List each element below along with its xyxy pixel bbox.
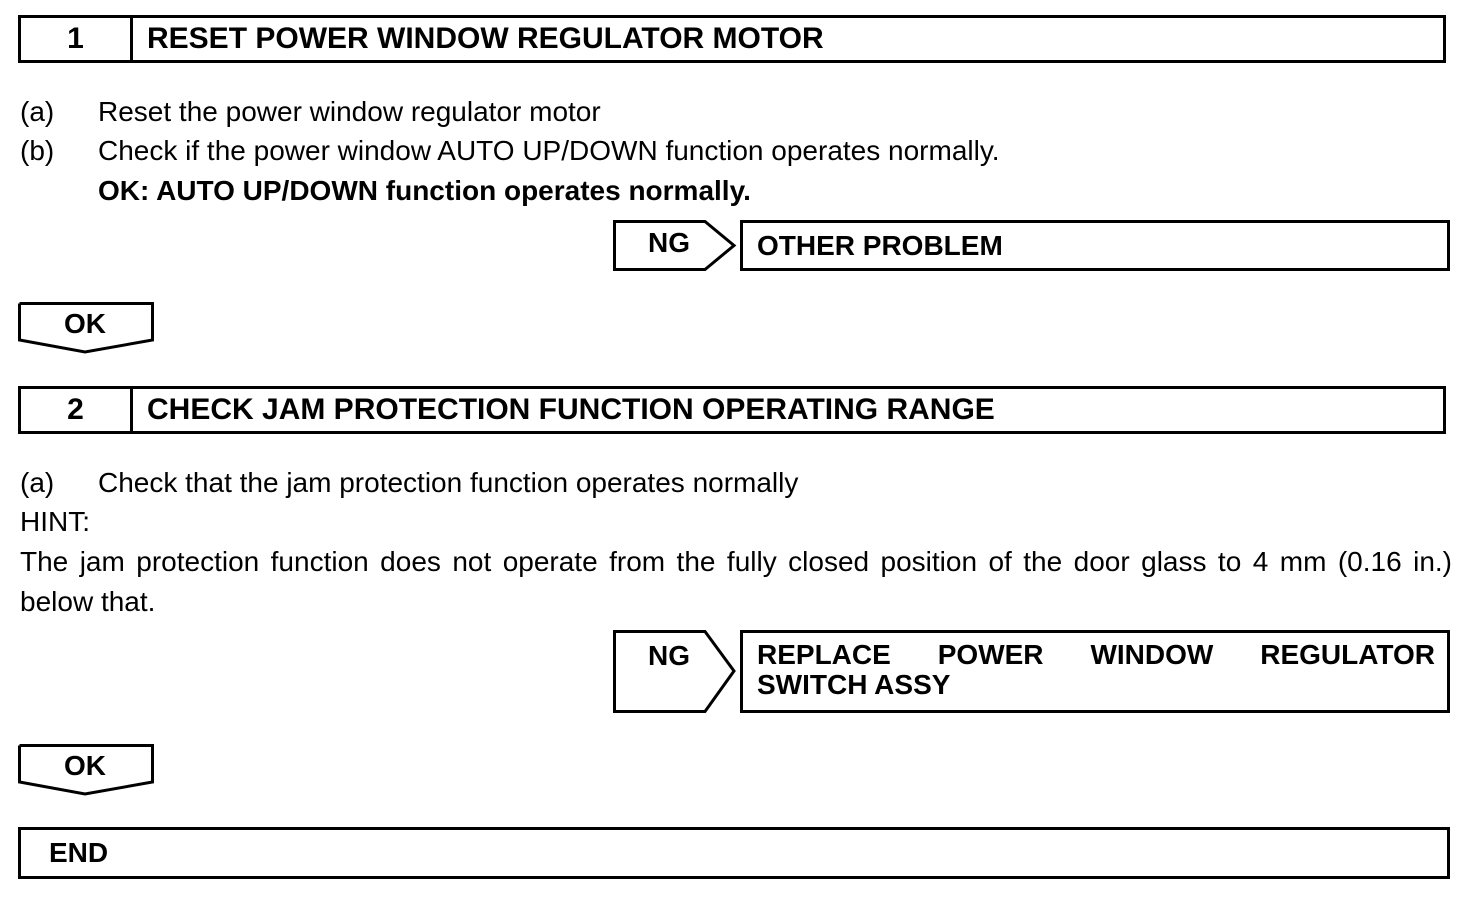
step-1-number: 1: [21, 18, 133, 60]
item-text: Reset the power window regulator motor: [98, 96, 601, 127]
ok-arrow-shape: [18, 302, 154, 354]
step-2-ng-label: NG: [648, 640, 690, 671]
step-1-ng-arrow: [613, 220, 737, 271]
item-marker: (a): [20, 96, 55, 127]
step-1-header: 1 RESET POWER WINDOW REGULATOR MOTOR: [18, 15, 1446, 63]
step-1-ng-result: OTHER PROBLEM: [740, 220, 1450, 271]
step-1-ok-condition: OK: AUTO UP/DOWN function operates norma…: [98, 175, 751, 206]
item-marker: (b): [20, 135, 55, 166]
ng-result-line-1: REPLACE POWER WINDOW REGULATOR: [757, 639, 1435, 670]
step-1-ng-label: NG: [648, 227, 690, 258]
step-2-header: 2 CHECK JAM PROTECTION FUNCTION OPERATIN…: [18, 386, 1446, 434]
step-2-ok-label: OK: [64, 750, 106, 781]
step-2-ok-arrow: OK: [18, 744, 156, 796]
ok-arrow-shape: [18, 744, 154, 796]
step-2-hint-text: The jam protection function does not ope…: [20, 546, 1452, 617]
step-2-number: 2: [21, 389, 133, 431]
item-text: Check if the power window AUTO UP/DOWN f…: [98, 135, 1000, 166]
item-marker: (a): [20, 467, 55, 498]
step-2-ng-arrow: [613, 630, 736, 713]
step-2-hint-label: HINT:: [20, 506, 90, 537]
ng-result-line-2: SWITCH ASSY: [757, 669, 951, 700]
step-2-title: CHECK JAM PROTECTION FUNCTION OPERATING …: [147, 393, 995, 426]
step-1-ok-label: OK: [64, 308, 106, 339]
step-1-ok-arrow: OK: [18, 302, 156, 354]
end-box: END: [18, 827, 1450, 879]
step-2-ng-result: REPLACE POWER WINDOW REGULATOR SWITCH AS…: [740, 630, 1450, 713]
item-text: Check that the jam protection function o…: [98, 467, 799, 498]
step-1-title: RESET POWER WINDOW REGULATOR MOTOR: [147, 22, 824, 55]
